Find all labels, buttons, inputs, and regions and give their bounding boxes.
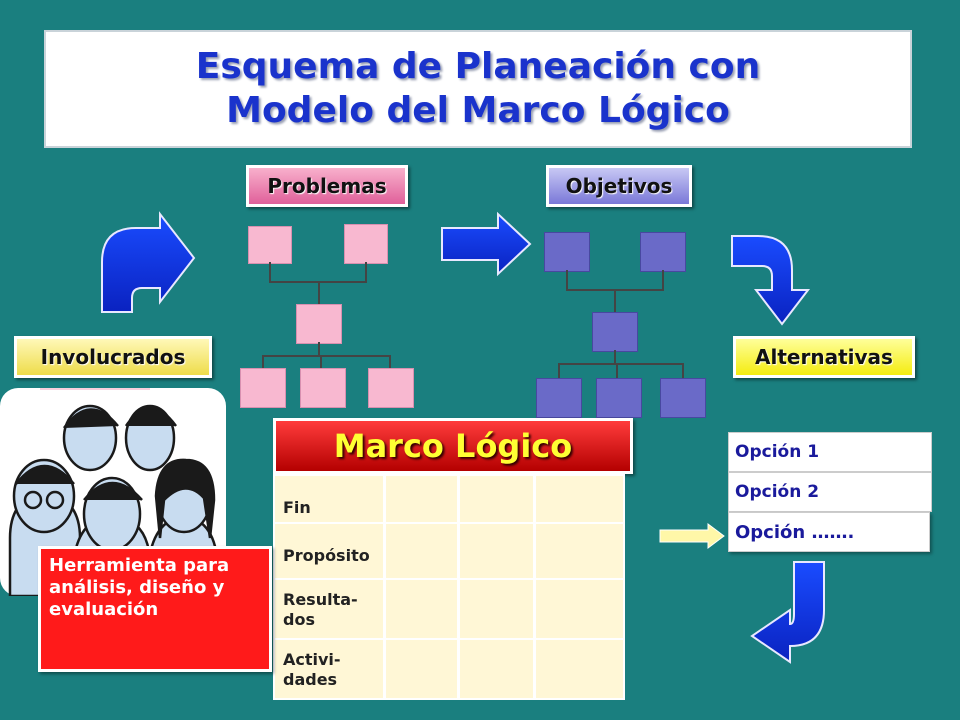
tree-line <box>262 355 390 357</box>
tree-line <box>262 355 264 369</box>
problem-box <box>344 224 388 264</box>
stage-problemas: Problemas <box>246 165 408 207</box>
tree-line <box>614 350 616 364</box>
tree-line <box>365 262 367 282</box>
objective-box <box>660 378 706 418</box>
objective-box <box>544 232 590 272</box>
arrow-down-left-icon <box>750 561 825 664</box>
matrix-divider <box>383 476 386 698</box>
objective-box <box>592 312 638 352</box>
tool-note: Herramienta para análisis, diseño y eval… <box>38 546 272 672</box>
tree-line <box>320 355 322 369</box>
problem-box <box>240 368 286 408</box>
stage-alternativas: Alternativas <box>733 336 915 378</box>
title-box: Esquema de Planeación con Modelo del Mar… <box>44 30 912 148</box>
matrix-divider <box>275 522 623 524</box>
arrow-right-icon <box>441 211 532 277</box>
matrix-divider <box>533 476 536 698</box>
matrix-divider <box>457 476 460 698</box>
problem-box <box>248 226 292 264</box>
problem-box <box>300 368 346 408</box>
objective-box <box>640 232 686 272</box>
stage-involucrados: Involucrados <box>14 336 212 378</box>
tree-line <box>389 355 391 369</box>
tree-line <box>558 363 684 365</box>
problem-box <box>368 368 414 408</box>
tree-line <box>682 363 684 379</box>
row-label-actividades: Activi- dades <box>283 650 341 689</box>
matrix-divider <box>275 638 623 640</box>
objective-box <box>596 378 642 418</box>
problem-box <box>296 304 342 344</box>
title-line-1: Esquema de Planeación con <box>195 46 761 87</box>
marco-logico-matrix: Fin Propósito Resulta- dos Activi- dades <box>273 474 625 700</box>
option-1: Opción 1 <box>728 432 932 472</box>
tree-line <box>566 270 568 290</box>
matrix-divider <box>275 578 623 580</box>
arrow-up-right-icon <box>101 211 196 313</box>
objective-box <box>536 378 582 418</box>
arrow-right-down-icon <box>731 235 811 326</box>
row-label-resultados: Resulta- dos <box>283 590 358 629</box>
stage-objetivos: Objetivos <box>546 165 692 207</box>
row-label-proposito: Propósito <box>283 546 370 565</box>
option-2: Opción 2 <box>728 472 932 512</box>
tree-line <box>269 262 271 282</box>
tree-line <box>318 281 320 305</box>
arrow-small-right-icon <box>659 523 725 549</box>
row-label-fin: Fin <box>283 498 311 517</box>
tree-line <box>662 270 664 290</box>
tree-line <box>558 363 560 379</box>
tree-line <box>616 363 618 379</box>
marco-logico-header: Marco Lógico <box>273 418 633 474</box>
option-more: Opción ……. <box>728 512 930 552</box>
tree-line <box>318 342 320 356</box>
title-line-2: Modelo del Marco Lógico <box>226 90 730 131</box>
tree-line <box>614 289 616 313</box>
